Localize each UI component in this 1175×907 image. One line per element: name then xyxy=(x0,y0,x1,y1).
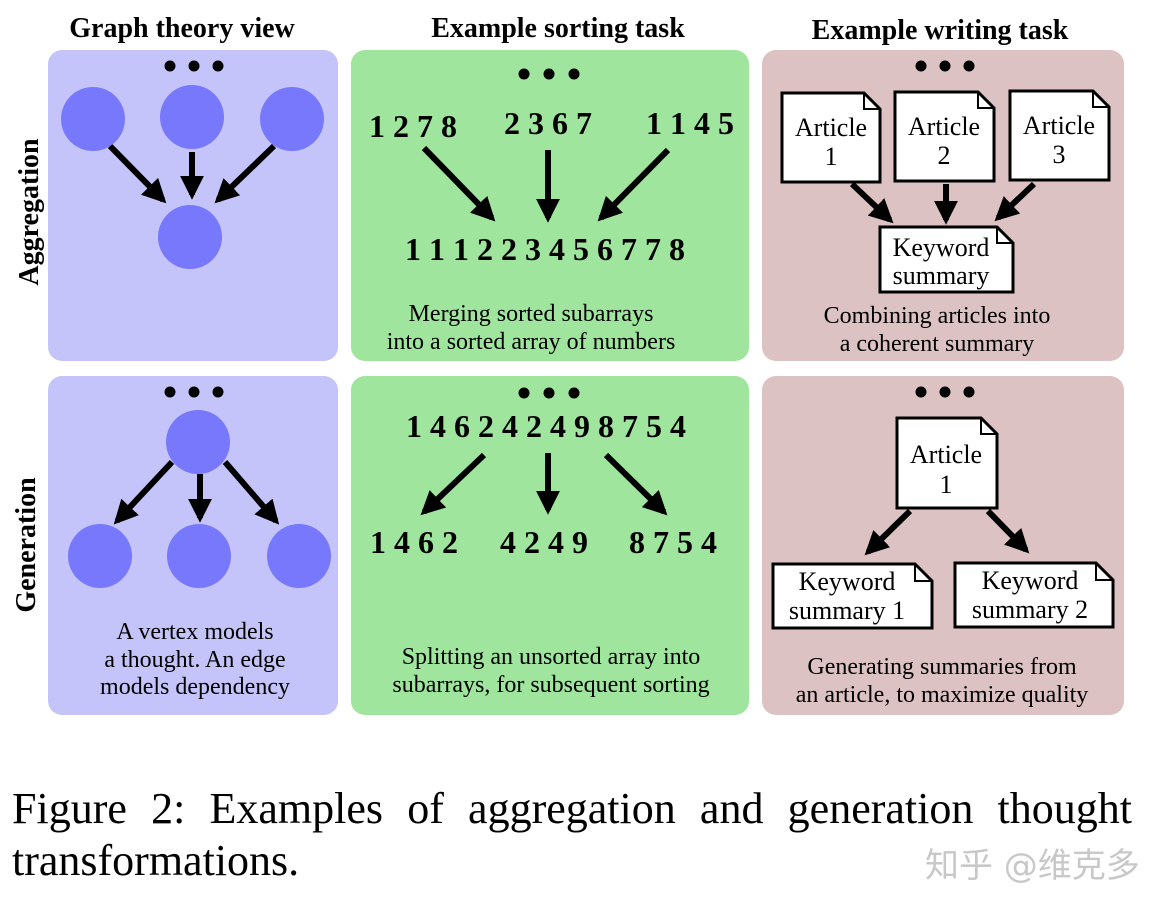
sorted-subarray: 1 2 7 8 xyxy=(369,108,457,144)
svg-text:Keyword: Keyword xyxy=(893,233,990,262)
svg-text:Article: Article xyxy=(1023,111,1095,140)
figure-diagram: Graph theory view Example sorting task E… xyxy=(11,13,1124,715)
article-document-icon: Article 3 xyxy=(1008,89,1111,182)
ellipsis-dots-icon xyxy=(518,387,580,399)
generate-arrows xyxy=(864,508,1030,556)
graph-caption-line: models dependency xyxy=(100,674,290,700)
graph-vertex xyxy=(158,205,222,269)
figure-caption: Figure 2: Examples of aggregation and ge… xyxy=(12,784,1132,885)
merged-array: 1 1 1 2 2 3 4 5 6 7 7 8 xyxy=(405,231,685,267)
unsorted-array: 1 4 6 2 4 2 4 9 8 7 5 4 xyxy=(406,408,686,444)
row-header-generation: Generation xyxy=(11,477,42,613)
summary-document-icon: Keyword summary 1 xyxy=(771,562,934,630)
svg-text:3: 3 xyxy=(1053,140,1066,169)
svg-text:1: 1 xyxy=(825,142,838,171)
ellipsis-dots-icon xyxy=(164,60,224,72)
graph-caption-line: A vertex models xyxy=(116,619,273,645)
graph-vertex xyxy=(68,524,132,588)
ellipsis-dots-icon xyxy=(518,68,580,80)
svg-text:summary 2: summary 2 xyxy=(972,595,1088,624)
svg-text:Keyword: Keyword xyxy=(799,567,896,596)
combine-arrows xyxy=(849,181,1037,225)
svg-text:Article: Article xyxy=(910,440,982,469)
column-header-graph: Graph theory view xyxy=(69,13,295,44)
row-header-aggregation: Aggregation xyxy=(14,138,45,286)
svg-text:summary 1: summary 1 xyxy=(789,596,905,625)
split-subarray: 1 4 6 2 xyxy=(370,524,458,560)
svg-text:2: 2 xyxy=(938,141,951,170)
split-subarray: 8 7 5 4 xyxy=(629,524,717,560)
writing-caption-line: a coherent summary xyxy=(840,331,1035,357)
svg-text:summary: summary xyxy=(893,261,990,290)
graph-vertex xyxy=(260,87,324,151)
panel-writing-generation xyxy=(762,376,1124,715)
aggregation-edges xyxy=(107,143,277,204)
column-header-sorting: Example sorting task xyxy=(431,13,685,44)
article-document-icon: Article 1 xyxy=(780,91,882,184)
svg-text:Article: Article xyxy=(795,113,867,142)
generation-edges xyxy=(113,459,280,525)
sorting-caption-line: into a sorted array of numbers xyxy=(387,329,676,355)
svg-text:Keyword: Keyword xyxy=(982,566,1079,595)
sorting-caption-line: subarrays, for subsequent sorting xyxy=(392,672,709,698)
merge-arrows xyxy=(421,145,671,223)
sorting-caption-line: Merging sorted subarrays xyxy=(409,301,654,327)
column-header-writing: Example writing task xyxy=(812,15,1069,46)
sorted-subarray: 2 3 6 7 xyxy=(504,105,592,141)
ellipsis-dots-icon xyxy=(915,60,975,72)
summary-document-icon: Keyword summary xyxy=(878,225,1015,294)
graph-vertex xyxy=(166,410,230,474)
split-arrows xyxy=(420,452,668,516)
sorted-subarray: 1 1 4 5 xyxy=(646,105,734,141)
graph-vertex xyxy=(61,87,125,151)
watermark-text: 知乎 @维克多 xyxy=(925,846,1140,886)
summary-document-icon: Keyword summary 2 xyxy=(953,561,1115,629)
ellipsis-dots-icon xyxy=(915,386,975,398)
article-document-icon: Article 1 xyxy=(895,416,999,510)
writing-caption-line: Generating summaries from xyxy=(807,654,1077,680)
panel-sorting-generation xyxy=(351,376,749,715)
svg-text:1: 1 xyxy=(940,470,953,499)
writing-caption-line: Combining articles into xyxy=(824,303,1051,329)
graph-vertex xyxy=(167,524,231,588)
writing-caption-line: an article, to maximize quality xyxy=(796,682,1089,708)
sorting-caption-line: Splitting an unsorted array into xyxy=(402,644,701,670)
graph-vertex xyxy=(160,85,224,149)
graph-vertex xyxy=(267,524,331,588)
svg-text:Article: Article xyxy=(908,112,980,141)
article-document-icon: Article 2 xyxy=(893,90,996,183)
ellipsis-dots-icon xyxy=(164,386,224,398)
graph-caption-line: a thought. An edge xyxy=(104,647,285,673)
split-subarray: 4 2 4 9 xyxy=(500,524,588,560)
